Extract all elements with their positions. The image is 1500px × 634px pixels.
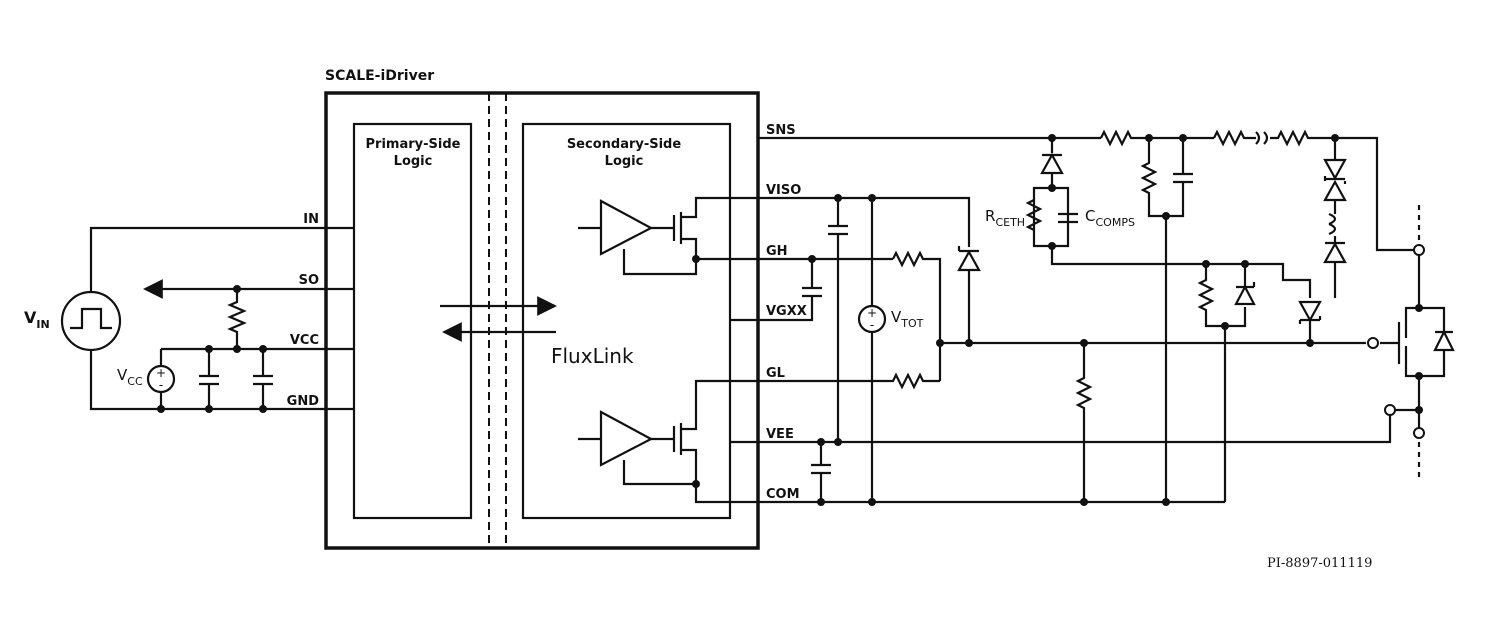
primary-label-2: Logic [394,154,433,169]
pin-in-label: IN [303,212,319,227]
vcc-source-label: VCC [117,366,143,388]
vin-label: VIN [24,308,50,331]
pin-gl-label: GL [766,366,785,381]
primary-label-1: Primary-Side [366,137,461,152]
junction-dots [808,134,1423,506]
rceth-label: RCETH [985,207,1025,229]
svg-text:+: + [867,306,877,320]
pin-gh-label: GH [766,244,788,259]
fluxlink-label: FluxLink [551,344,634,368]
vcc-dc-source: + - [146,364,176,394]
high-side-driver [578,196,730,276]
ic-title: SCALE-iDriver [325,68,434,84]
low-side-driver [578,379,730,504]
ic-package [324,91,760,550]
pin-viso-label: VISO [766,183,801,198]
primary-wiring [89,226,354,413]
svg-text:-: - [159,378,163,392]
secondary-label-2: Logic [605,154,644,169]
svg-text:-: - [870,318,874,332]
pin-gnd-label: GND [287,394,320,409]
pin-so-label: SO [299,273,319,288]
terminal-circles [1367,244,1425,439]
pin-vee-label: VEE [766,427,794,442]
pin-com-label: COM [766,487,800,502]
primary-side-logic-block [352,122,473,520]
vin-pulse-source [60,290,122,352]
figure-code: PI-8897-011119 [1267,556,1372,571]
secondary-wiring [730,129,1455,504]
secondary-label-1: Secondary-Side [567,137,682,152]
svg-text:+: + [156,366,166,380]
ccomps-label: CCOMPS [1085,207,1135,229]
vtot-dc-source: + - [857,304,887,334]
secondary-side-logic-block [521,122,732,520]
vtot-label: VTOT [891,308,924,330]
pin-vgxx-label: VGXX [766,304,807,319]
pin-vcc-label: VCC [290,333,319,348]
pin-sns-label: SNS [766,123,796,138]
